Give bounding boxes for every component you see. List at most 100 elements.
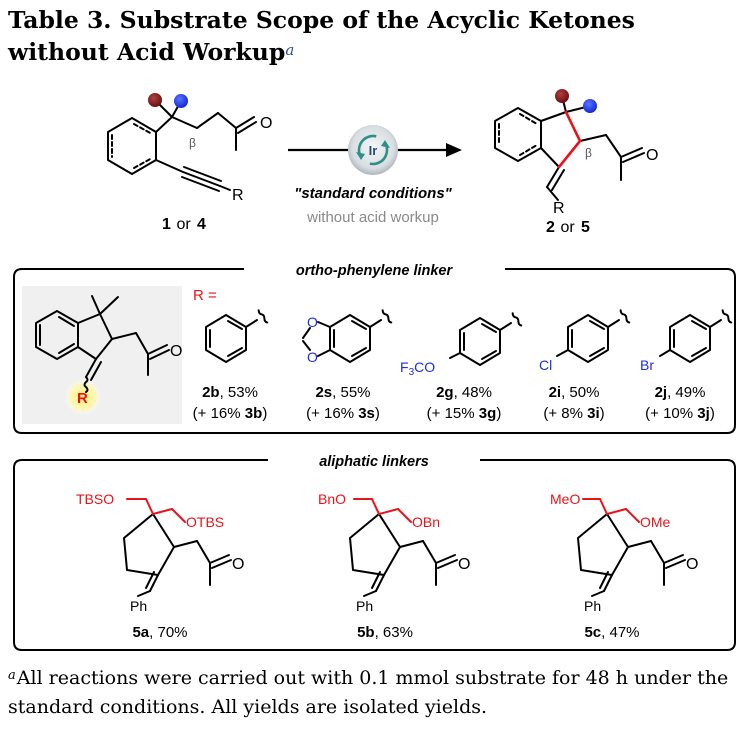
svg-text:(+ 16% 3s): (+ 16% 3s) — [306, 405, 380, 422]
entry-2g-caption: 2g, 48% (+ 15% 3g) — [427, 384, 502, 422]
compound-5b-caption: 5b, 63% — [357, 624, 413, 641]
blue-substituent-dot — [174, 94, 188, 108]
side-product-id: 3g — [479, 405, 497, 422]
substituent-benzodioxole — [302, 309, 393, 363]
entry-yield: , 48% — [454, 384, 492, 401]
core-ketone-oxygen: O — [170, 343, 182, 360]
entry-yield: , 70% — [149, 624, 187, 641]
compound-5b-oxygen: O — [458, 556, 470, 573]
compound-5a-group1: TBSO — [76, 491, 114, 507]
entry-id: 2s — [315, 384, 332, 401]
compound-5c-oxygen: O — [686, 556, 698, 573]
compound-5a-oxygen: O — [232, 556, 244, 573]
entry-id: 2g — [436, 384, 454, 401]
aliphatic-panel: aliphatic linkers TBSO OTBS O Ph 5a, 70% — [13, 454, 736, 651]
side-product-prefix: (+ 15% — [427, 405, 479, 422]
entry-id: 2b — [202, 384, 220, 401]
compound-5c-red-arms — [582, 498, 640, 523]
catalyst-label: Ir — [369, 143, 378, 158]
table-title: Table 3. Substrate Scope of the Acyclic … — [8, 4, 743, 68]
panel1-header: ortho-phenylene linker — [296, 263, 454, 279]
substituent-chlorophenyl — [556, 309, 631, 363]
side-product-suffix: ) — [375, 405, 380, 422]
dark-red-substituent-dot — [148, 93, 162, 107]
side-product-prefix: (+ 10% — [645, 405, 697, 422]
entry-yield: , 53% — [220, 384, 258, 401]
side-product-id: 3s — [358, 405, 375, 422]
blue-substituent-dot — [583, 99, 597, 113]
dark-red-substituent-dot — [555, 89, 569, 103]
entry-2i-caption: 2i, 50% (+ 8% 3i) — [543, 384, 604, 422]
substrate-or: or — [172, 216, 195, 233]
compound-5a-caption: 5a, 70% — [132, 624, 187, 641]
new-bonds-red — [557, 110, 582, 169]
side-product-id: 3i — [587, 405, 600, 422]
iridium-catalyst-icon: Ir — [348, 125, 398, 175]
indene-core-structure — [35, 295, 170, 393]
panel2-header: aliphatic linkers — [319, 454, 429, 470]
bromo-label: Br — [640, 357, 654, 373]
compound-5b-ph: Ph — [356, 598, 373, 614]
substrate-number: 1 — [162, 216, 171, 233]
title-text: Table 3. Substrate Scope of the Acyclic … — [8, 6, 635, 66]
core-r-label: R — [77, 390, 88, 407]
entry-2j-caption: 2j, 49% (+ 10% 3j) — [645, 384, 715, 422]
side-product-prefix: (+ 16% — [306, 405, 358, 422]
product-number-alt: 5 — [581, 219, 590, 236]
entry-yield: , 63% — [375, 624, 413, 641]
side-product-id: 3j — [697, 405, 710, 422]
substrate-structure — [107, 99, 257, 192]
side-product-prefix: (+ 8% — [543, 405, 587, 422]
title-footnote-marker: a — [285, 41, 295, 59]
entry-yield: , 49% — [667, 384, 705, 401]
compound-5b-group1: BnO — [318, 491, 346, 507]
product-number: 2 — [546, 219, 555, 236]
compound-5b-group2: OBn — [412, 514, 440, 530]
r-highlight — [65, 379, 101, 415]
dioxole-oxygen-bottom: O — [307, 349, 318, 365]
r-equals-label: R = — [193, 287, 217, 304]
product-number-label: 2 or 5 — [546, 219, 590, 236]
ocf3-label: F3CO — [400, 359, 435, 378]
footnote-text: All reactions were carried out with 0.1 … — [8, 667, 729, 718]
entry-id: 5b — [357, 624, 375, 641]
product-or: or — [556, 219, 579, 236]
svg-text:2b, 53%: 2b, 53% — [202, 384, 258, 401]
dioxole-oxygen-top: O — [307, 314, 318, 330]
ketone-oxygen: O — [646, 147, 658, 164]
entry-2s-caption: 2s, 55% (+ 16% 3s) — [306, 384, 380, 422]
compound-5b-red-arms — [353, 498, 412, 523]
entry-yield: , 50% — [561, 384, 599, 401]
side-product-id: 3b — [245, 405, 263, 422]
svg-text:(+ 15% 3g): (+ 15% 3g) — [427, 405, 502, 422]
substituent-phenyl — [205, 309, 269, 363]
svg-text:(+ 10% 3j): (+ 10% 3j) — [645, 405, 715, 422]
side-product-suffix: ) — [600, 405, 605, 422]
entry-yield: , 55% — [332, 384, 370, 401]
svg-text:(+ 8% 3i): (+ 8% 3i) — [543, 405, 604, 422]
compound-5c-group1: MeO — [550, 491, 580, 507]
ortho-phenylene-panel: ortho-phenylene linker O R R = — [13, 263, 736, 434]
side-product-prefix: (+ 16% — [193, 405, 245, 422]
chloro-label: Cl — [539, 357, 552, 373]
entry-yield: , 47% — [601, 624, 639, 641]
ketone-oxygen: O — [260, 115, 272, 132]
entry-2b-caption: 2b, 53% (+ 16% 3b) — [193, 384, 268, 422]
side-product-suffix: ) — [262, 405, 267, 422]
exocyclic-r-label: R — [553, 200, 565, 217]
side-product-suffix: ) — [496, 405, 501, 422]
compound-5b-structure — [349, 513, 458, 597]
compound-5a-group2: OTBS — [186, 514, 224, 530]
compound-5c-ph: Ph — [584, 598, 601, 614]
footnote: aAll reactions were carried out with 0.1… — [8, 664, 743, 722]
svg-text:(+ 16% 3b): (+ 16% 3b) — [193, 405, 268, 422]
entry-id: 2j — [655, 384, 668, 401]
compound-5c-group2: OMe — [640, 514, 671, 530]
compound-5a-structure — [123, 513, 232, 597]
conditions-text: "standard conditions" — [294, 185, 452, 202]
entry-id: 5a — [132, 624, 149, 641]
substrate-number-label: 1 or 4 — [162, 216, 206, 233]
conditions-note: without acid workup — [306, 209, 439, 226]
substrate-number-alt: 4 — [197, 216, 206, 233]
compound-5c-structure — [577, 513, 686, 597]
